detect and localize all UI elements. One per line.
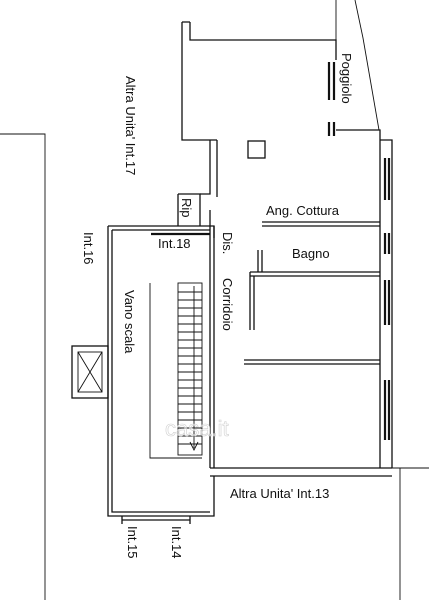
label-int-15: Int.15 xyxy=(125,526,140,559)
facade-window-3 xyxy=(383,280,391,325)
label-int-18: Int.18 xyxy=(158,236,191,251)
neighbour-outline-left xyxy=(0,133,46,600)
label-bagno: Bagno xyxy=(292,246,330,261)
label-rip: Rip xyxy=(179,198,194,218)
corridor-walls xyxy=(209,210,215,468)
partition-room xyxy=(244,359,380,365)
label-ang-cottura: Ang. Cottura xyxy=(266,203,340,218)
label-corridoio: Corridoio xyxy=(220,278,235,331)
apartment-outer-walls xyxy=(210,129,393,477)
facade-window-4 xyxy=(383,380,391,440)
label-dis: Dis. xyxy=(220,232,235,254)
partition-bagno xyxy=(249,250,380,330)
rip-box xyxy=(177,193,201,226)
stairwell-walls xyxy=(107,225,215,524)
facade-window-2 xyxy=(383,233,391,254)
poggiolo-window-lower xyxy=(327,122,336,136)
poggiolo-window xyxy=(327,62,336,100)
lower-boundary xyxy=(392,467,429,600)
label-altra-unita-17: Altra Unita' Int.17 xyxy=(123,76,138,175)
label-poggiolo: Poggiolo xyxy=(339,53,354,104)
label-int-14: Int.14 xyxy=(169,526,184,559)
pillar-square xyxy=(247,140,266,159)
partition-kitchen xyxy=(262,221,380,227)
upper-unit-walls xyxy=(181,21,337,197)
watermark: casa.it xyxy=(165,416,229,441)
stair-flight xyxy=(149,282,203,459)
label-altra-unita-13: Altra Unita' Int.13 xyxy=(230,486,329,501)
shaft-box xyxy=(71,345,109,399)
label-vano-scala: Vano scala xyxy=(122,290,137,354)
facade-window-1 xyxy=(383,158,391,200)
label-int-16: Int.16 xyxy=(81,232,96,265)
